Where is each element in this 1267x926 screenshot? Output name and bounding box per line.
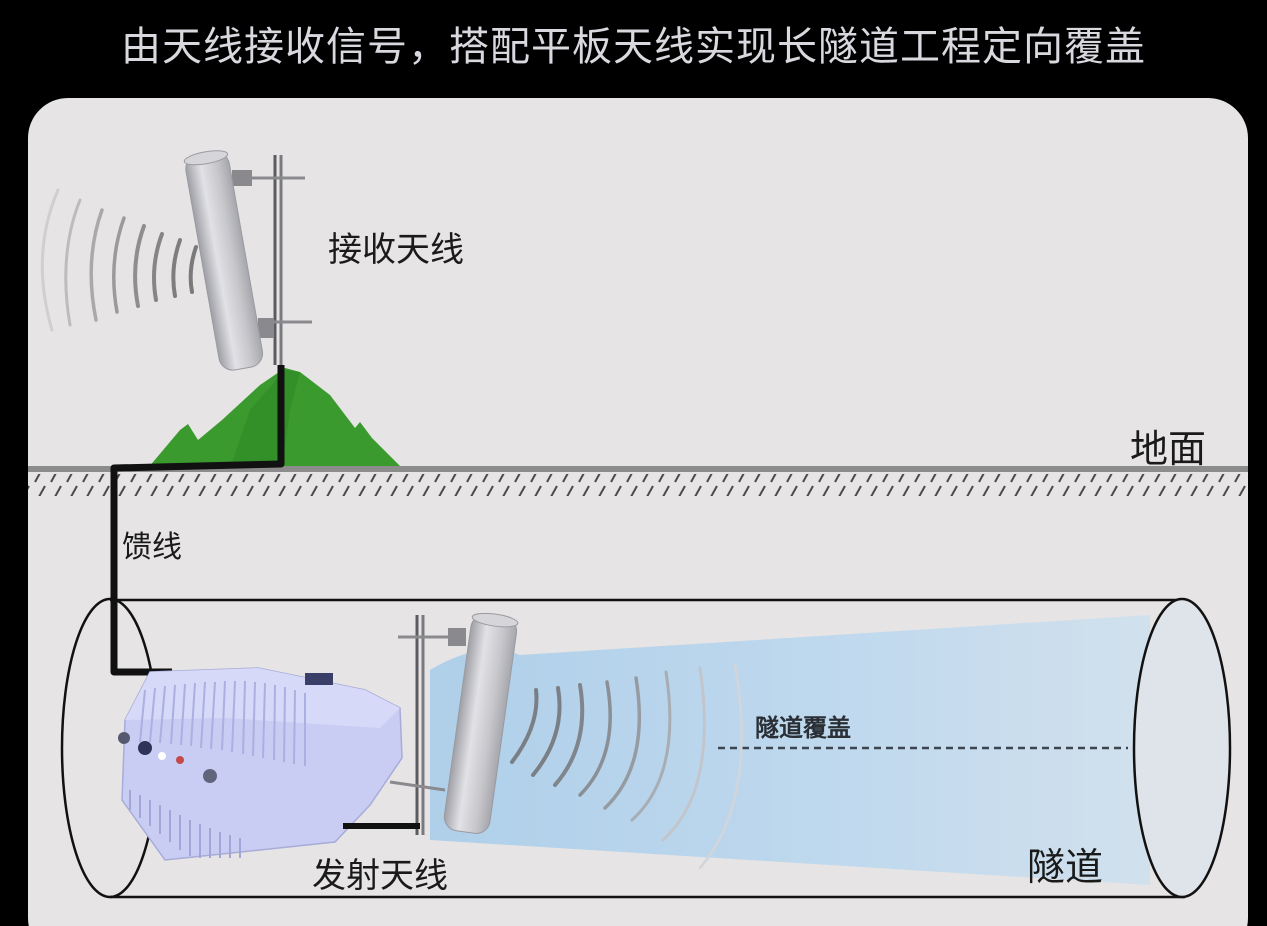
tunnel-end bbox=[1132, 597, 1232, 899]
receive-antenna-icon bbox=[183, 150, 264, 371]
repeater-icon bbox=[118, 667, 403, 861]
tunnel-label: 隧道 bbox=[1027, 845, 1104, 889]
transmit-antenna-icon bbox=[443, 612, 519, 834]
feeder-label: 馈线 bbox=[122, 530, 182, 565]
receive-wave-icon bbox=[40, 188, 198, 332]
tunnel-coverage-label: 隧道覆盖 bbox=[755, 714, 851, 742]
page-title: 由天线接收信号，搭配平板天线实现长隧道工程定向覆盖 bbox=[121, 24, 1146, 70]
transmit-wave-icon bbox=[510, 663, 743, 870]
receive-antenna-mast bbox=[232, 155, 312, 365]
ground-hatch bbox=[28, 474, 1248, 496]
transmit-antenna-mast bbox=[343, 615, 466, 835]
ground-label: 地面 bbox=[1130, 427, 1207, 471]
coverage-beam bbox=[430, 615, 1150, 885]
receive-antenna-label: 接收天线 bbox=[328, 230, 464, 270]
feeder-cable bbox=[110, 365, 285, 676]
transmit-antenna-label: 发射天线 bbox=[312, 856, 448, 896]
ground-line bbox=[28, 466, 1248, 472]
